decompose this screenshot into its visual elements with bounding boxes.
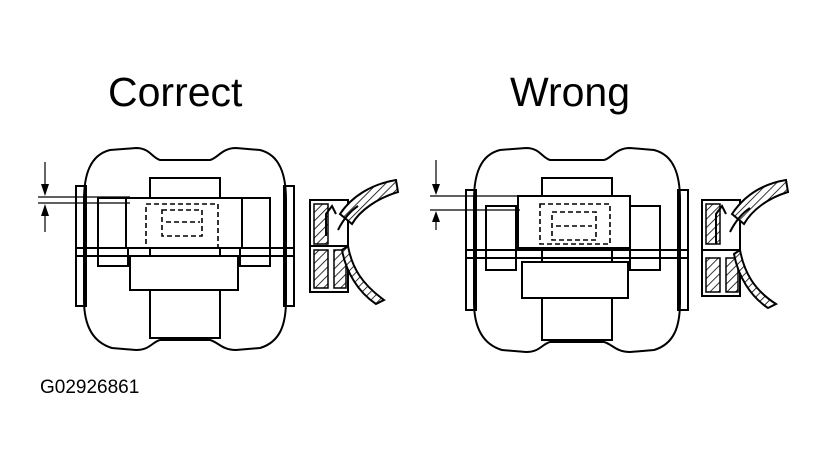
correct-upper-tab: [125, 197, 243, 249]
correct-lower-tab: [129, 255, 239, 291]
correct-section-view: [309, 178, 400, 306]
correct-gap-indicator: [38, 162, 130, 232]
wrong-gap-indicator: [430, 160, 520, 230]
wrong-clip-assembly: [465, 146, 689, 354]
correct-clip-assembly: [75, 146, 295, 352]
correct-left-rail: [75, 185, 87, 307]
correct-right-rail: [283, 185, 295, 307]
wrong-label: Wrong: [510, 69, 631, 115]
wrong-section-view: [701, 178, 790, 310]
correct-label: Correct: [108, 69, 243, 115]
figure-id: G02926861: [40, 377, 140, 398]
wrong-inner-frame: [541, 177, 613, 341]
wrong-lower-tab: [521, 261, 629, 299]
